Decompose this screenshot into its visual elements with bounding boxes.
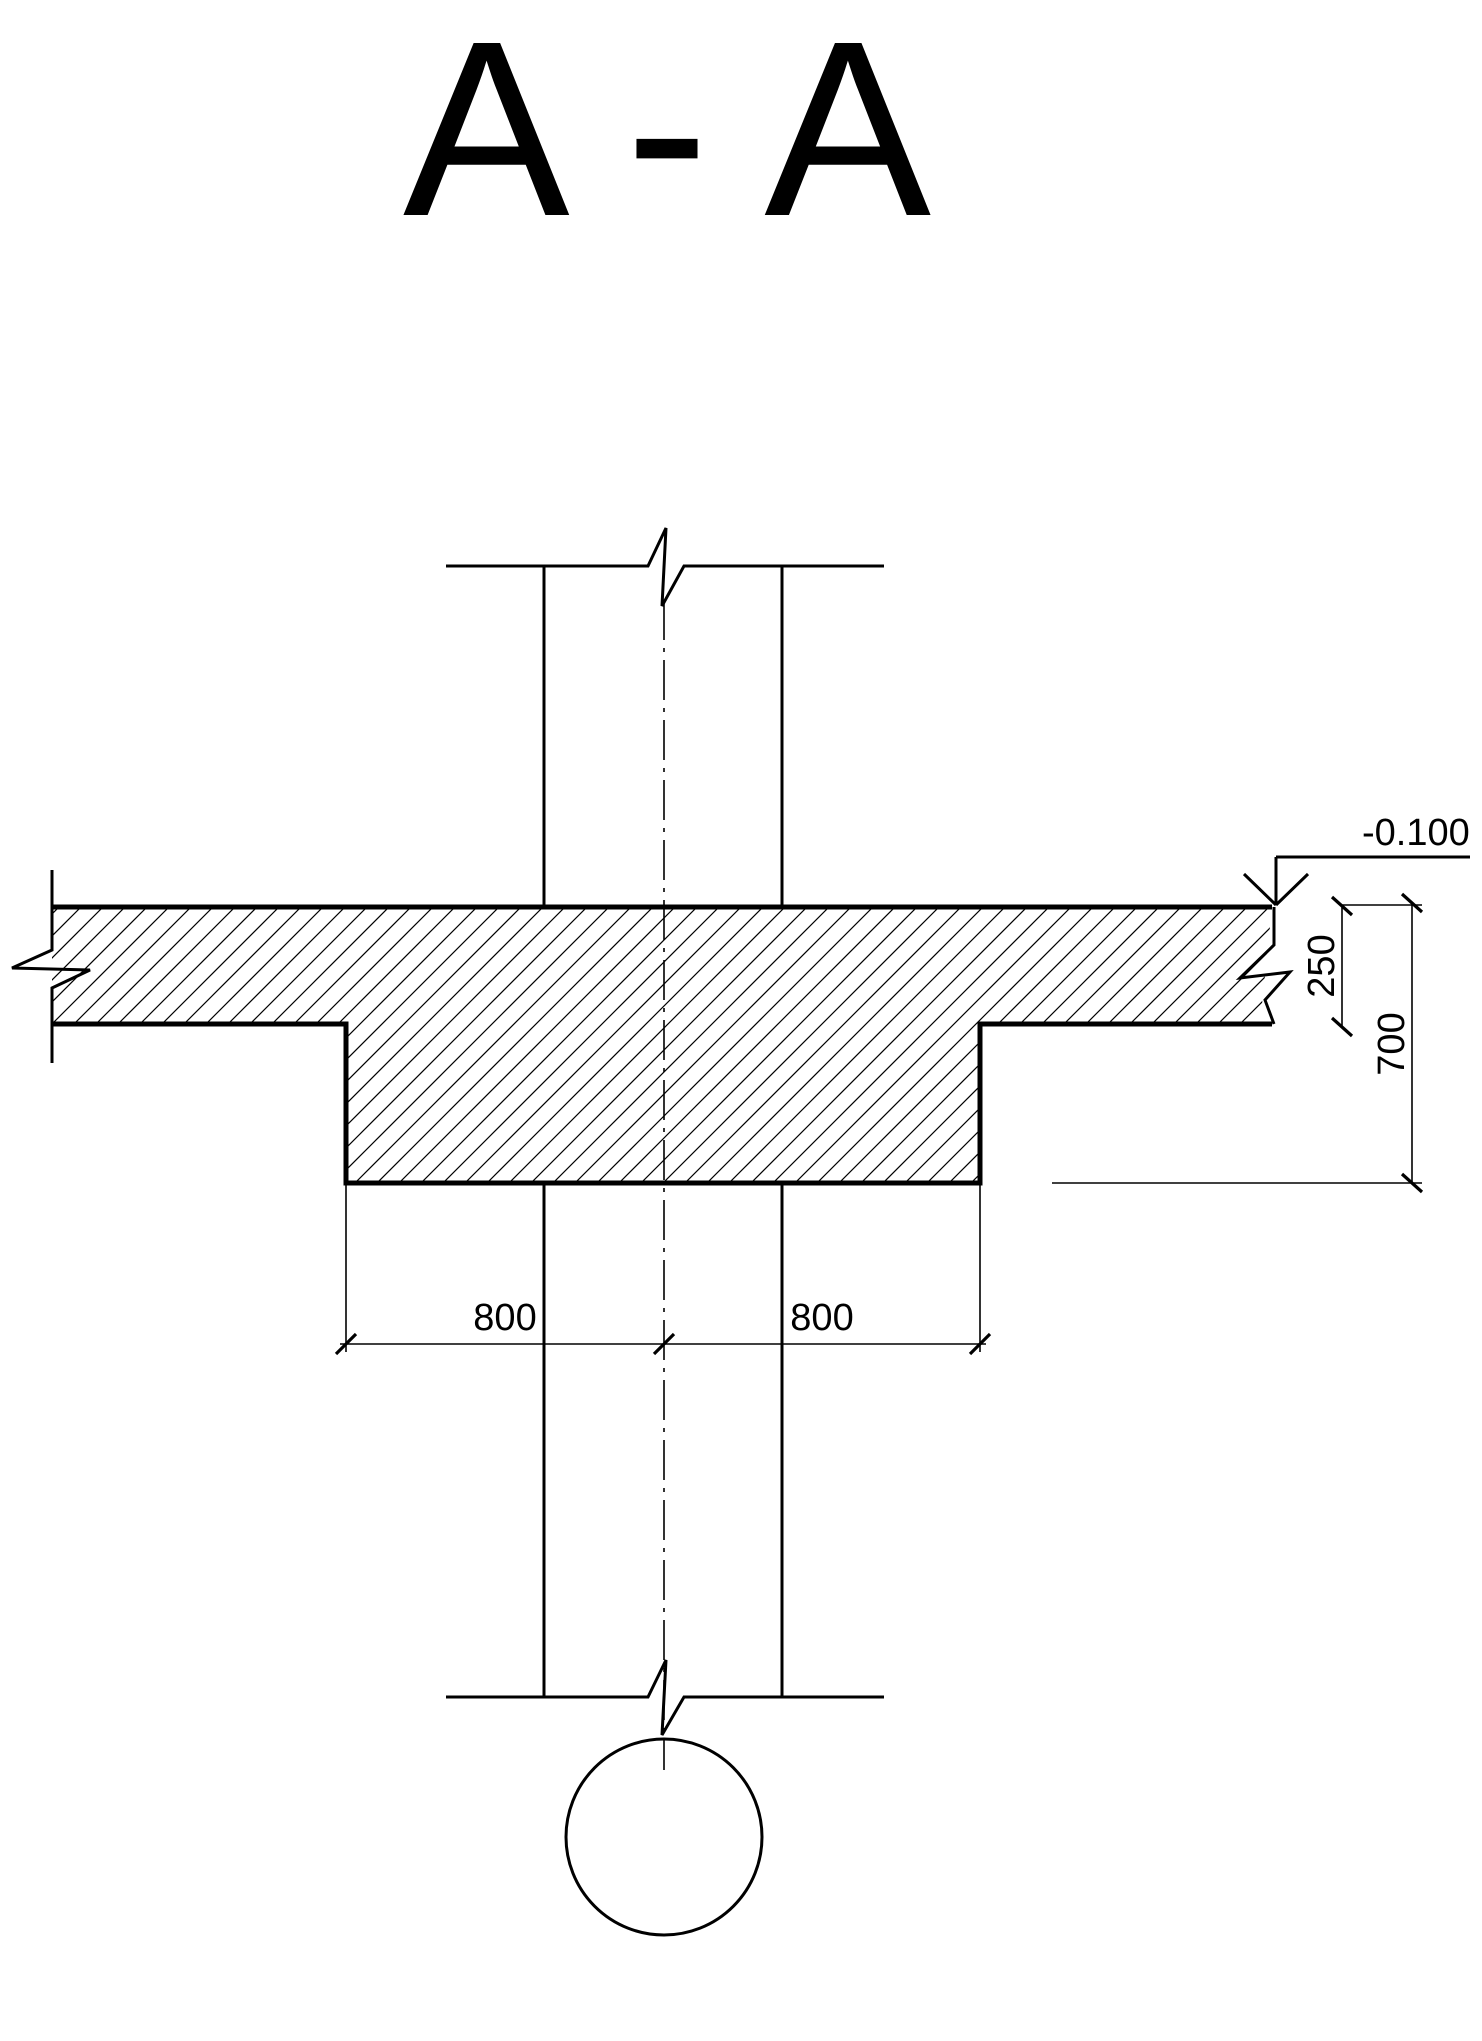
hatch-line (0, 880, 20, 1200)
hatch-line (52, 907, 373, 1183)
hatch-line (1085, 907, 1272, 1183)
elevation-mark (1242, 855, 1470, 907)
hatch-line (755, 907, 1077, 1183)
hatch-line (953, 907, 1272, 1183)
dim-slab-thickness (1330, 895, 1354, 1038)
hatch-line (293, 907, 615, 1183)
hatch-line (557, 907, 879, 1183)
dim-drop-depth (1052, 892, 1424, 1194)
hatch-line (1151, 907, 1272, 1183)
hatch-line (1195, 907, 1272, 1183)
section-title: A - A (403, 0, 931, 268)
hatch-line (52, 907, 153, 1183)
hatch-line (52, 907, 175, 1183)
hatch-line (799, 907, 1121, 1183)
hatch-line (52, 907, 329, 1183)
hatch-line (1063, 907, 1272, 1183)
hatch-line (689, 907, 1011, 1183)
hatch-line (623, 907, 945, 1183)
hatch-line (52, 907, 87, 1183)
hatch-line (52, 907, 307, 1183)
hatch-line (315, 907, 637, 1183)
right-break-line (1235, 907, 1294, 1025)
hatch-line (403, 907, 725, 1183)
upper-column (446, 527, 884, 907)
hatch-line (359, 907, 681, 1183)
hatch-line (52, 907, 219, 1183)
hatch-line (52, 907, 351, 1183)
hatch-line (843, 907, 1165, 1183)
hatch-line (865, 907, 1187, 1183)
hatch-line (52, 907, 197, 1183)
concrete-hatch (0, 880, 1482, 1200)
hatch-line (975, 907, 1272, 1183)
hatch-line (1416, 880, 1482, 1200)
hatch-line (491, 907, 813, 1183)
hatch-line (909, 907, 1231, 1183)
hatch-line (513, 907, 835, 1183)
elevation-label: -0.100 (1362, 812, 1470, 854)
dim-drop-depth-label: 700 (1371, 1012, 1413, 1075)
axis-bubble (564, 1737, 764, 1937)
hatch-line (1438, 880, 1482, 1200)
hatch-line (95, 907, 417, 1183)
hatch-line (997, 907, 1272, 1183)
hatch-line (271, 907, 593, 1183)
dim-slab-thickness-label: 250 (1301, 934, 1343, 997)
hatch-line (52, 907, 241, 1183)
lower-column (446, 1183, 884, 1736)
hatch-line (0, 880, 42, 1200)
hatch-line (52, 907, 65, 1183)
hatch-line (535, 907, 857, 1183)
hatch-line (1019, 907, 1272, 1183)
hatch-line (667, 907, 989, 1183)
hatch-line (1460, 880, 1482, 1200)
hatch-line (601, 907, 923, 1183)
hatch-line (777, 907, 1099, 1183)
dim-drop-width (334, 1183, 992, 1356)
hatch-line (711, 907, 1033, 1183)
hatch-line (1217, 907, 1272, 1183)
hatch-line (579, 907, 901, 1183)
left-break-line (11, 870, 91, 1063)
hatch-line (52, 907, 263, 1183)
hatch-line (1041, 907, 1272, 1183)
hatch-line (117, 907, 439, 1183)
hatch-line (645, 907, 967, 1183)
hatch-line (469, 907, 791, 1183)
hatch-line (425, 907, 747, 1183)
hatch-line (52, 907, 131, 1183)
hatch-line (227, 907, 549, 1183)
hatch-line (249, 907, 571, 1183)
hatch-line (447, 907, 769, 1183)
hatch-line (887, 907, 1209, 1183)
hatch-line (205, 907, 527, 1183)
hatch-line (1173, 907, 1272, 1183)
hatch-line (1239, 907, 1272, 1183)
hatch-line (52, 907, 285, 1183)
hatch-line (139, 907, 461, 1183)
dim-right-width-label: 800 (790, 1297, 853, 1339)
hatch-line (733, 907, 1055, 1183)
dim-left-width-label: 800 (473, 1297, 536, 1339)
hatch-line (52, 907, 109, 1183)
hatch-line (381, 907, 703, 1183)
slab-outline (52, 904, 1272, 1186)
hatch-line (161, 907, 483, 1183)
hatch-line (1350, 880, 1482, 1200)
hatch-line (337, 907, 659, 1183)
